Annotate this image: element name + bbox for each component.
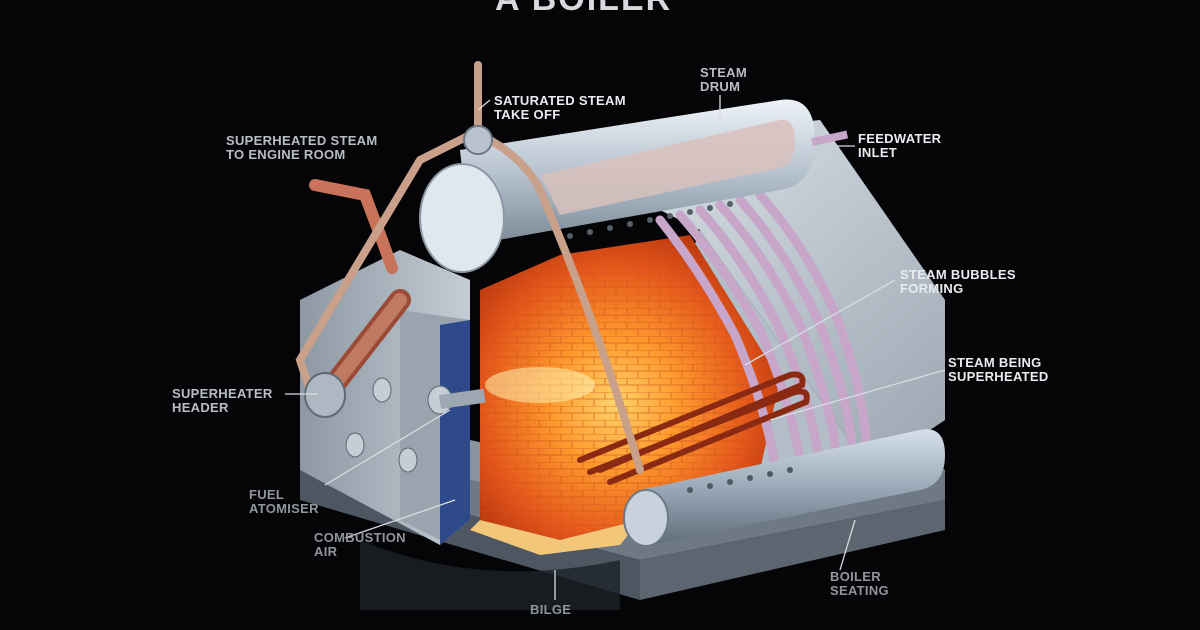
leader-lines [285, 95, 946, 600]
diagram-title: A BOILER [495, 0, 672, 19]
label-bilge: BILGE [530, 602, 572, 617]
label-superheated-steam-to-engine-room: SUPERHEATED STEAM TO ENGINE ROOM [226, 133, 378, 162]
superheater-header-body [304, 372, 346, 418]
saturated-steam-pipe [295, 61, 644, 474]
label-steam-being-superheated: STEAM BEING SUPERHEATED [948, 355, 1049, 384]
generating-tubes [655, 190, 871, 470]
label-steam-drum: STEAM DRUM [700, 65, 747, 94]
label-saturated-steam-take-off: SATURATED STEAM TAKE OFF [494, 93, 626, 122]
feedwater-pipe [811, 130, 849, 146]
steam-drum-end [419, 163, 505, 273]
label-superheater-header: SUPERHEATER HEADER [172, 386, 273, 415]
label-boiler-seating: BOILER SEATING [830, 569, 889, 598]
label-feedwater-inlet: FEEDWATER INLET [858, 131, 942, 160]
label-fuel-atomiser: FUEL ATOMISER [249, 487, 319, 516]
flame-glow [485, 367, 595, 403]
superheater-tubes [577, 371, 810, 485]
water-drum [623, 429, 945, 547]
burners [345, 377, 486, 473]
label-combustion-air: COMBUSTION AIR [314, 530, 406, 559]
label-steam-bubbles-forming: STEAM BUBBLES FORMING [900, 267, 1016, 296]
furnace [470, 235, 780, 555]
superheated-steam-pipe [309, 179, 411, 401]
take-off-valve [463, 125, 493, 155]
